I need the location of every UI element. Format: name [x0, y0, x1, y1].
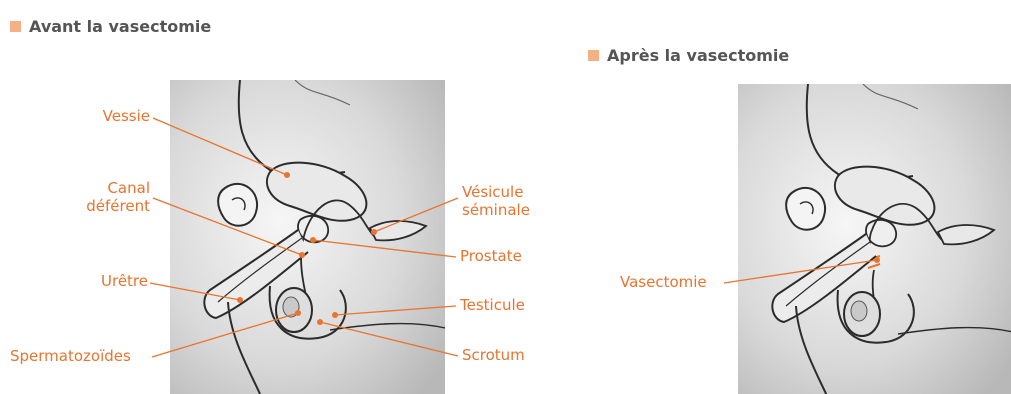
marker-vesicule [371, 229, 377, 235]
marker-testicule [332, 312, 338, 318]
leader-vesicule [374, 198, 458, 232]
marker-uretre [237, 297, 243, 303]
label-scrotum: Scrotum [462, 346, 525, 364]
marker-spermatozoides [295, 310, 301, 316]
marker-vasectomie [874, 257, 880, 263]
label-vessie: Vessie [86, 107, 150, 125]
leader-spermatozoides [152, 313, 298, 357]
label-uretre: Urêtre [80, 272, 148, 290]
leader-scrotum [320, 322, 458, 356]
marker-vessie [284, 172, 290, 178]
label-spermatozoides: Spermatozoïdes [10, 347, 131, 365]
leader-canal-deferent [153, 198, 302, 255]
label-canal-deferent: Canal déférent [70, 179, 150, 215]
leader-uretre [150, 283, 240, 300]
label-prostate: Prostate [460, 247, 522, 265]
leader-prostate [313, 240, 456, 257]
label-vasectomie: Vasectomie [620, 273, 707, 291]
marker-prostate [310, 237, 316, 243]
label-vesicule-seminale: Vésicule séminale [462, 183, 530, 219]
leader-testicule [335, 306, 456, 315]
marker-scrotum [317, 319, 323, 325]
marker-canal-deferent [299, 252, 305, 258]
leader-vasectomie [724, 260, 877, 283]
label-testicule: Testicule [460, 296, 525, 314]
leader-vessie [153, 118, 287, 175]
